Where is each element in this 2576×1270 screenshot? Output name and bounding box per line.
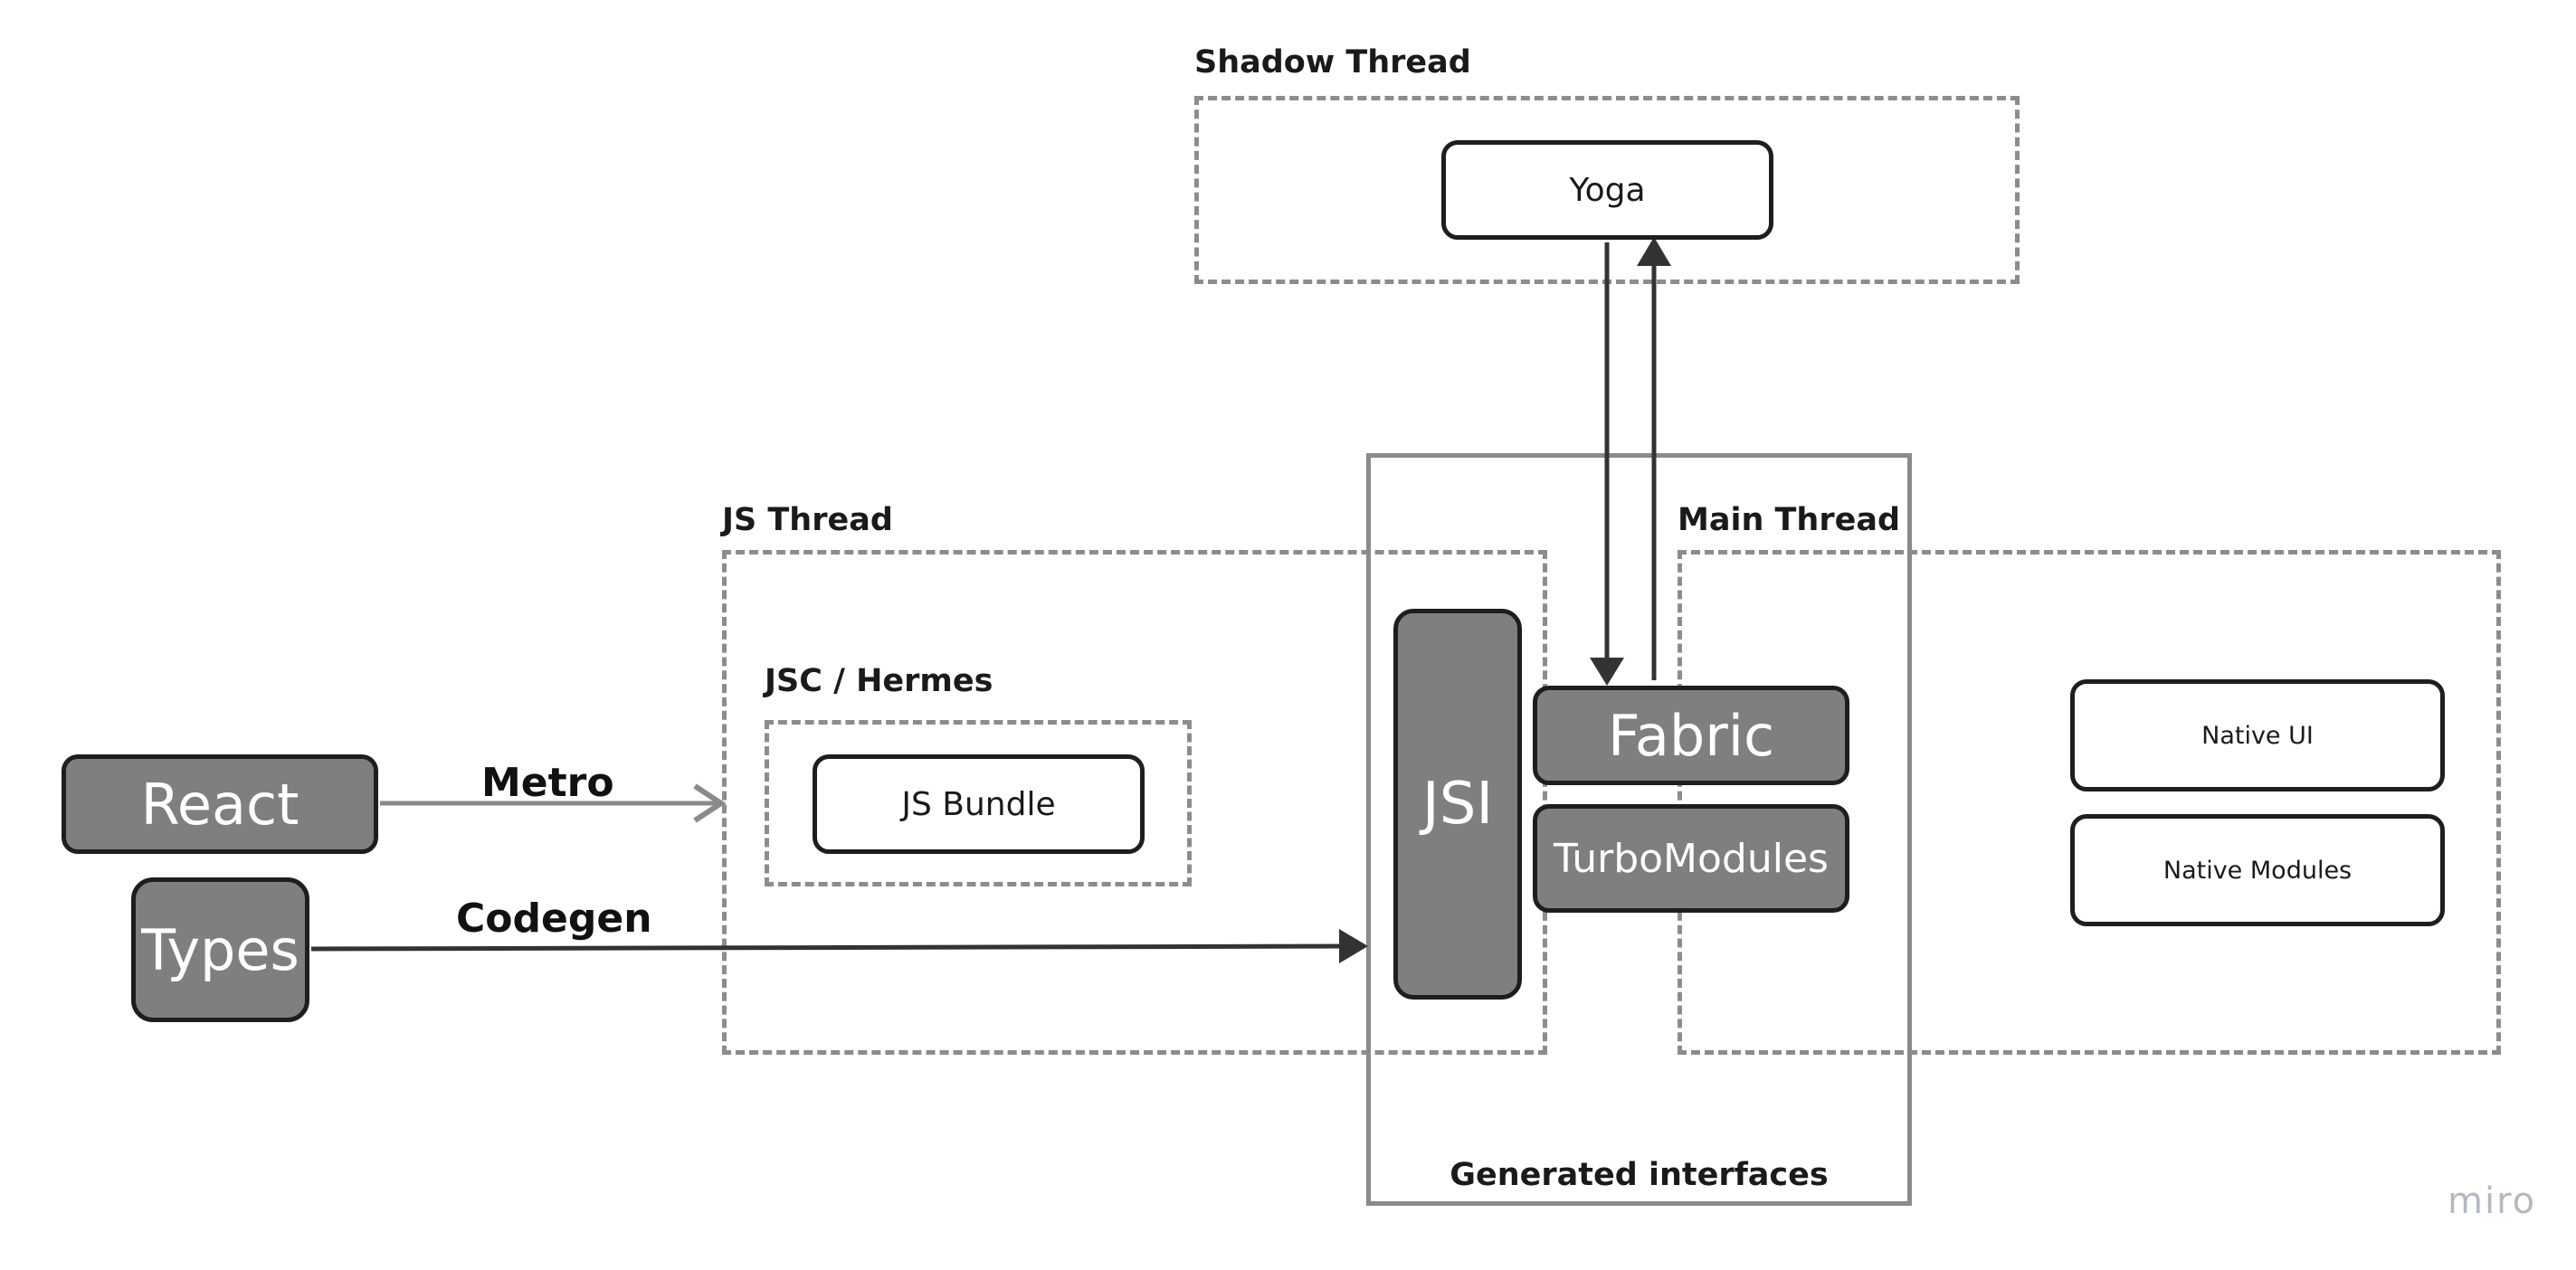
react-label: React xyxy=(140,771,299,838)
generated-interfaces-label: Generated interfaces xyxy=(1450,1157,1829,1193)
types-node: Types xyxy=(131,877,309,1022)
jsc-hermes-label: JSC / Hermes xyxy=(765,663,993,699)
react-node: React xyxy=(62,754,378,854)
fabric-label: Fabric xyxy=(1607,702,1775,769)
main-thread-label: Main Thread xyxy=(1678,502,1901,538)
shadow-thread-label: Shadow Thread xyxy=(1194,44,1471,81)
js-bundle-label: JS Bundle xyxy=(901,785,1056,823)
native-modules-label: Native Modules xyxy=(2163,856,2353,885)
types-label: Types xyxy=(141,916,299,983)
fabric-node: Fabric xyxy=(1533,686,1849,785)
turbomodules-label: TurboModules xyxy=(1554,835,1829,882)
jsi-label: JSI xyxy=(1421,771,1494,838)
turbomodules-node: TurboModules xyxy=(1533,804,1849,913)
generated-interfaces-frame xyxy=(1366,453,1912,1206)
jsi-node: JSI xyxy=(1393,609,1522,1000)
native-modules-node: Native Modules xyxy=(2070,814,2445,926)
metro-label: Metro xyxy=(481,760,614,806)
native-ui-label: Native UI xyxy=(2201,721,2314,750)
jsc-hermes-frame xyxy=(765,720,1192,886)
main-thread-frame xyxy=(1678,550,2501,1055)
js-bundle-node: JS Bundle xyxy=(813,754,1145,854)
yoga-label: Yoga xyxy=(1569,171,1646,209)
yoga-node: Yoga xyxy=(1441,140,1773,240)
native-ui-node: Native UI xyxy=(2070,679,2445,791)
miro-watermark: miro xyxy=(2448,1180,2537,1222)
js-thread-label: JS Thread xyxy=(722,502,893,538)
codegen-label: Codegen xyxy=(456,896,652,942)
